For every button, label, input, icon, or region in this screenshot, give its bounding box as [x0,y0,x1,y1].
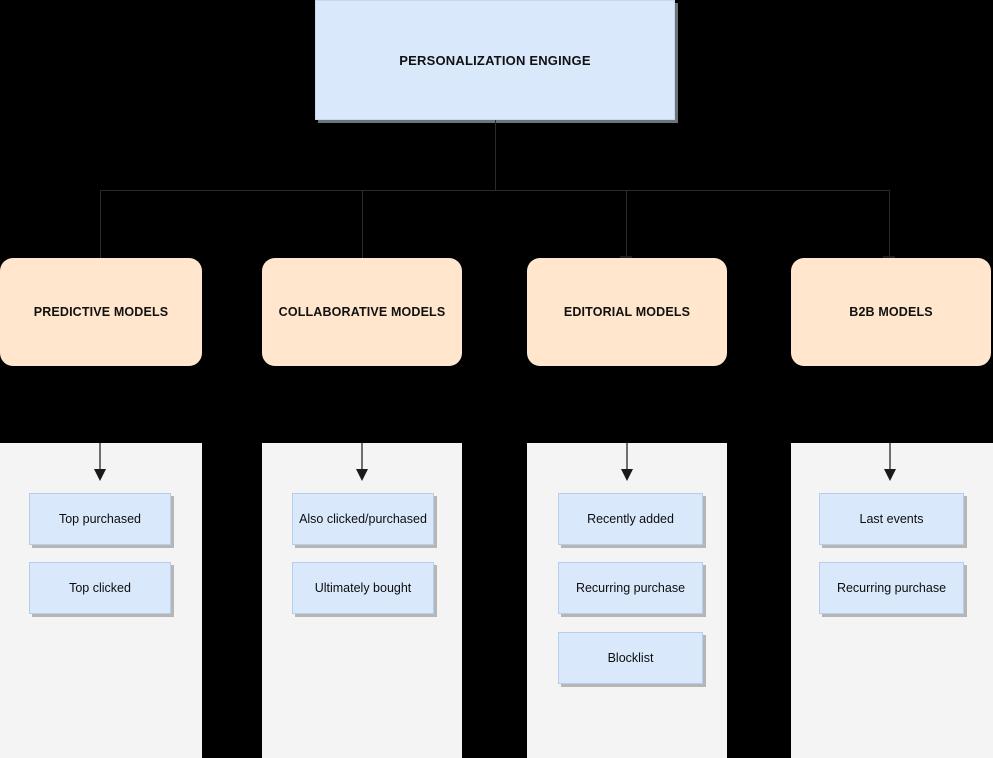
arrow-down-editorial [620,443,634,481]
leaf-ultimately-bought[interactable]: Ultimately bought [292,562,434,614]
leaf-last-events-label: Last events [859,512,924,526]
connector-stub-editorial [620,256,632,259]
arrow-down-collaborative [355,443,369,481]
connector-stub-b2b [883,256,895,259]
node-editorial-models[interactable]: EDITORIAL MODELS [527,258,727,366]
leaf-top-clicked[interactable]: Top clicked [29,562,171,614]
connector-branch-collaborative [362,190,363,258]
connector-branch-editorial [626,190,627,258]
arrow-shaft [626,443,628,472]
node-b2b-models-label: B2B MODELS [849,305,933,319]
node-predictive-models-label: PREDICTIVE MODELS [33,305,169,319]
node-b2b-models[interactable]: B2B MODELS [791,258,991,366]
arrow-head-icon [356,469,368,481]
node-personalization-engine-label: PERSONALIZATION ENGINGE [399,52,591,68]
node-personalization-engine[interactable]: PERSONALIZATION ENGINGE [315,0,675,120]
node-editorial-models-label: EDITORIAL MODELS [563,305,691,319]
node-collaborative-models[interactable]: COLLABORATIVE MODELS [262,258,462,366]
leaf-top-clicked-label: Top clicked [69,581,131,595]
connector-trunk [495,120,496,190]
leaf-recently-added[interactable]: Recently added [558,493,703,545]
arrow-head-icon [94,469,106,481]
leaf-blocklist[interactable]: Blocklist [558,632,703,684]
leaf-recurring-purchase-editorial[interactable]: Recurring purchase [558,562,703,614]
leaf-ultimately-bought-label: Ultimately bought [314,581,412,595]
arrow-shaft [889,443,891,472]
leaf-recently-added-label: Recently added [587,512,674,526]
arrow-head-icon [884,469,896,481]
arrow-shaft [99,443,101,472]
node-collaborative-models-label: COLLABORATIVE MODELS [278,305,446,319]
connector-bus [100,190,889,191]
leaf-also-clicked-purchased[interactable]: Also clicked/purchased [292,493,434,545]
leaf-top-purchased-label: Top purchased [58,512,141,526]
node-predictive-models[interactable]: PREDICTIVE MODELS [0,258,202,366]
leaf-recurring-purchase-b2b-label: Recurring purchase [836,581,947,595]
leaf-top-purchased[interactable]: Top purchased [29,493,171,545]
leaf-last-events[interactable]: Last events [819,493,964,545]
leaf-recurring-purchase-b2b[interactable]: Recurring purchase [819,562,964,614]
connector-branch-predictive [100,190,101,258]
arrow-head-icon [621,469,633,481]
leaf-blocklist-label: Blocklist [607,651,654,665]
leaf-also-clicked-purchased-label: Also clicked/purchased [299,512,427,526]
arrow-down-predictive [93,443,107,481]
arrow-shaft [361,443,363,472]
arrow-down-b2b [883,443,897,481]
connector-branch-b2b [889,190,890,258]
leaf-recurring-purchase-editorial-label: Recurring purchase [575,581,686,595]
